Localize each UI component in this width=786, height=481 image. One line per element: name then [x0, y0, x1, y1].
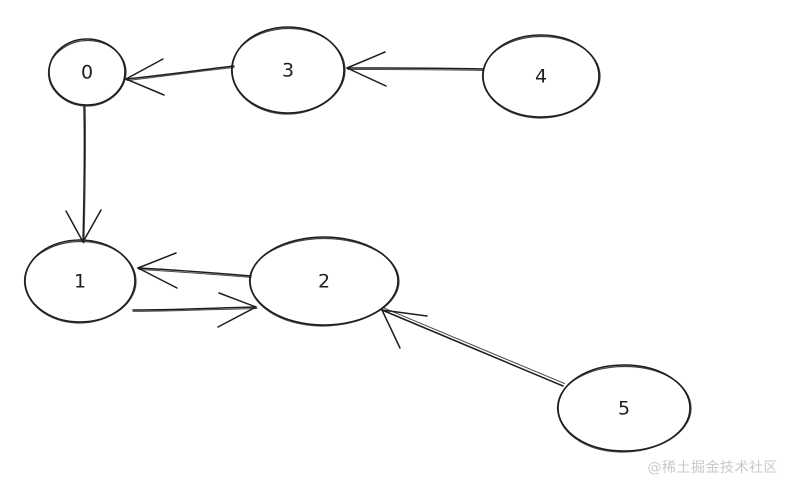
edge-line [132, 306, 257, 311]
node-4-label: 4 [535, 66, 547, 88]
node-0-shape-sketch-pass [47, 39, 127, 107]
edge-line-sketch-pass [138, 269, 252, 278]
arrow-head-upper [218, 292, 257, 308]
edge-line-sketch-pass [132, 307, 258, 312]
edge-5-to-2[interactable] [381, 307, 565, 387]
node-2-label: 2 [318, 271, 330, 293]
node-4[interactable]: 4 [481, 34, 601, 119]
node-5-shape-sketch-pass [556, 365, 692, 453]
edge-line-sketch-pass [126, 67, 235, 81]
arrow-head-right [82, 209, 102, 243]
node-5[interactable]: 5 [556, 364, 692, 453]
arrow-head-lower [381, 309, 401, 349]
edge-line-sketch-pass [347, 69, 484, 71]
edge-2-to-1[interactable] [137, 252, 252, 289]
node-1-label: 1 [74, 271, 86, 293]
edge-0-to-1[interactable] [65, 105, 102, 244]
node-2-shape-sketch-pass [248, 237, 400, 327]
node-4-shape-sketch-pass [481, 35, 601, 119]
edge-line [346, 67, 484, 70]
node-5-label: 5 [618, 398, 630, 420]
edge-line-sketch-pass [383, 307, 565, 384]
edge-line [137, 267, 252, 277]
node-2[interactable]: 2 [248, 236, 400, 327]
arrow-head-upper [137, 252, 177, 269]
watermark: @稀土掘金技术社区 [647, 460, 778, 476]
arrow-head-lower [217, 306, 257, 328]
arrow-head-lower [137, 267, 178, 289]
node-3-shape-sketch-pass [230, 27, 346, 115]
edge-line [82, 105, 86, 243]
edge-1-to-2[interactable] [132, 292, 258, 328]
arrow-head-upper [381, 309, 428, 317]
node-3[interactable]: 3 [230, 26, 346, 115]
edge-line [125, 65, 235, 80]
arrow-head-lower [125, 78, 165, 96]
node-3-label: 3 [282, 60, 294, 82]
edge-line-sketch-pass [83, 106, 86, 244]
edge-4-to-3[interactable] [346, 51, 484, 87]
arrow-head-upper [346, 51, 386, 69]
node-0[interactable]: 0 [47, 38, 127, 107]
edge-3-to-0[interactable] [125, 58, 235, 96]
arrow-head-left [65, 210, 84, 243]
arrow-head-lower [346, 67, 387, 87]
node-0-label: 0 [81, 62, 93, 84]
node-1[interactable]: 1 [23, 239, 137, 324]
edges-layer [65, 51, 565, 387]
arrow-head-upper [125, 58, 164, 80]
edge-line [381, 309, 564, 387]
node-1-shape-sketch-pass [23, 240, 137, 324]
nodes-layer: 0 3 4 1 [23, 26, 692, 453]
